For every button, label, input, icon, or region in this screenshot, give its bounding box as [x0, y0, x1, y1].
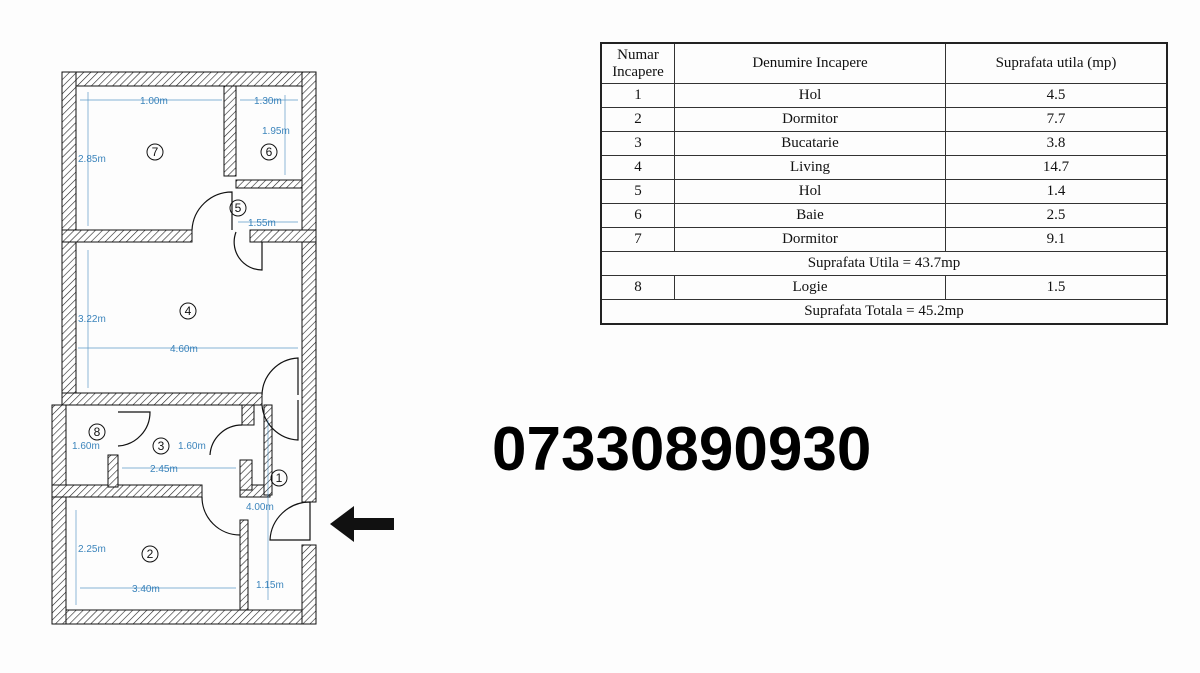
table-row: 2 Dormitor 7.7: [600, 107, 1168, 132]
dim-label: 2.25m: [78, 544, 106, 555]
usable-area-total: Suprafata Utila = 43.7mp: [600, 251, 1168, 276]
room-number: 5: [235, 201, 242, 215]
dim-label: 4.60m: [170, 344, 198, 355]
room-number: 3: [158, 439, 165, 453]
room-number: 1: [276, 471, 283, 485]
room-name-cell: Hol: [674, 83, 946, 108]
room-name-cell: Hol: [674, 179, 946, 204]
room-name-cell: Dormitor: [674, 227, 946, 252]
table-row: 8 Logie 1.5: [600, 275, 1168, 300]
room-number-cell: 6: [600, 203, 675, 228]
room-number-cell: 2: [600, 107, 675, 132]
room-numbers: 7 6 5 4 8 3 1 2: [94, 145, 283, 561]
room-number: 4: [185, 304, 192, 318]
dim-label: 1.30m: [254, 96, 282, 107]
header-room-name: Denumire Incapere: [674, 42, 946, 84]
room-number-cell: 7: [600, 227, 675, 252]
dim-label: 1.15m: [256, 580, 284, 591]
header-area: Suprafata utila (mp): [945, 42, 1168, 84]
phone-number: 07330890930: [492, 415, 872, 484]
room-area-cell: 2.5: [945, 203, 1168, 228]
dim-label: 2.85m: [78, 154, 106, 165]
room-name-cell: Living: [674, 155, 946, 180]
dimension-labels: 1.00m 1.30m 2.85m 1.95m 1.55m 3.22m 4.60…: [72, 96, 290, 595]
room-number-cell: 8: [600, 275, 675, 300]
room-area-cell: 1.4: [945, 179, 1168, 204]
room-name-cell: Dormitor: [674, 107, 946, 132]
table-header-row: Numar Incapere Denumire Incapere Suprafa…: [600, 42, 1168, 84]
room-area-cell: 3.8: [945, 131, 1168, 156]
room-number: 8: [94, 425, 101, 439]
dim-label: 4.00m: [246, 502, 274, 513]
room-number: 6: [266, 145, 273, 159]
header-room-number: Numar Incapere: [600, 42, 675, 84]
dim-label: 1.95m: [262, 126, 290, 137]
dim-label: 1.00m: [140, 96, 168, 107]
table-row: 5 Hol 1.4: [600, 179, 1168, 204]
interior-walls: [51, 85, 317, 611]
exterior-walls: [51, 71, 317, 625]
total-area: Suprafata Totala = 45.2mp: [600, 299, 1168, 325]
room-number-cell: 4: [600, 155, 675, 180]
header-label: Numar Incapere: [612, 46, 664, 80]
room-area-cell: 9.1: [945, 227, 1168, 252]
table-row: 1 Hol 4.5: [600, 83, 1168, 108]
table-row: 4 Living 14.7: [600, 155, 1168, 180]
room-number-cell: 1: [600, 83, 675, 108]
door-swings: [117, 191, 311, 541]
room-areas-table: Numar Incapere Denumire Incapere Suprafa…: [600, 42, 1168, 325]
room-area-cell: 4.5: [945, 83, 1168, 108]
room-area-cell: 7.7: [945, 107, 1168, 132]
room-area-cell: 1.5: [945, 275, 1168, 300]
table-row: 6 Baie 2.5: [600, 203, 1168, 228]
room-markers: [88, 143, 288, 563]
dim-label: 1.55m: [248, 218, 276, 229]
dim-label: 3.40m: [132, 584, 160, 595]
dim-label: 1.60m: [178, 441, 206, 452]
dim-label: 2.45m: [150, 464, 178, 475]
room-name-cell: Logie: [674, 275, 946, 300]
table-row: 7 Dormitor 9.1: [600, 227, 1168, 252]
floor-plan: 1.00m 1.30m 2.85m 1.95m 1.55m 3.22m 4.60…: [51, 71, 317, 625]
dim-label: 1.60m: [72, 441, 100, 452]
room-number: 2: [147, 547, 154, 561]
dimension-lines: [75, 92, 298, 605]
room-name-cell: Baie: [674, 203, 946, 228]
room-number-cell: 3: [600, 131, 675, 156]
total-row: Suprafata Totala = 45.2mp: [600, 299, 1168, 325]
subtotal-row: Suprafata Utila = 43.7mp: [600, 251, 1168, 276]
room-number: 7: [152, 145, 159, 159]
room-name-cell: Bucatarie: [674, 131, 946, 156]
entrance-arrow-icon: [330, 506, 394, 542]
dim-label: 3.22m: [78, 314, 106, 325]
room-number-cell: 5: [600, 179, 675, 204]
room-area-cell: 14.7: [945, 155, 1168, 180]
table-row: 3 Bucatarie 3.8: [600, 131, 1168, 156]
